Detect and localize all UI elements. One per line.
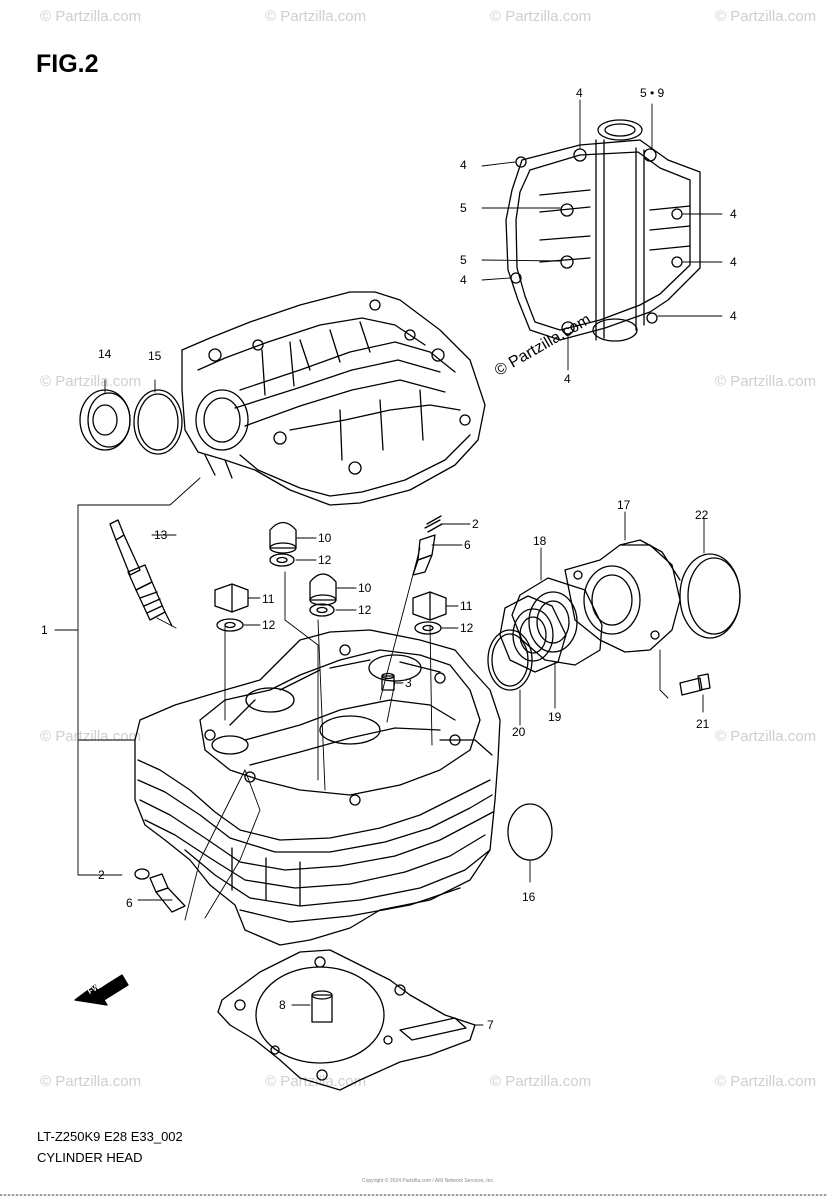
part-leader-lines	[151, 523, 471, 629]
callout-5: 5	[460, 201, 467, 215]
callout-6: 6	[464, 538, 471, 552]
part-11-nut-left	[214, 583, 249, 613]
part-12-washer-upper	[269, 553, 295, 567]
part-15-oring	[133, 379, 183, 455]
head-cover-gasket	[505, 119, 701, 342]
part-10-cap-nut-upper	[269, 521, 297, 554]
watermark: © Partzilla.com	[490, 8, 592, 25]
callout-4: 4	[730, 255, 737, 269]
part-10-cap-nut-lower	[309, 573, 337, 606]
callout-5: 5	[460, 253, 467, 267]
watermark: © Partzilla.com	[265, 8, 367, 25]
part-17-intake-pipe	[564, 511, 681, 699]
part-7-head-gasket	[217, 949, 484, 1091]
watermark: © Partzilla.com	[715, 728, 817, 745]
callout-10: 10	[318, 531, 332, 545]
watermark: © Partzilla.com	[40, 8, 142, 25]
callout-21: 21	[696, 717, 710, 731]
part-8-dowel	[291, 990, 333, 1023]
callout-12: 12	[262, 618, 276, 632]
part-20-oring	[487, 629, 533, 726]
callout-13: 13	[154, 528, 168, 542]
part-21-bolt	[679, 673, 711, 713]
callout-12: 12	[318, 553, 332, 567]
part-22-clamp	[679, 517, 741, 639]
callout-12: 12	[460, 621, 474, 635]
callout-10: 10	[358, 581, 372, 595]
cylinder-head-cover	[181, 291, 486, 506]
part-14-seal	[79, 379, 131, 451]
callout-2: 2	[472, 517, 479, 531]
part-12-washer-lower	[309, 603, 335, 617]
part-6-guide-lower	[137, 873, 186, 913]
part-18-intake-spacer	[511, 547, 603, 666]
part-3-dowel	[381, 672, 404, 691]
part-12-washer-right	[414, 621, 442, 635]
watermark: © Partzilla.com	[40, 373, 142, 390]
callout-15: 15	[148, 349, 162, 363]
watermark: © Partzilla.com	[715, 1073, 817, 1090]
head-leader-lines	[184, 547, 433, 921]
watermark: © Partzilla.com	[40, 1073, 142, 1090]
callout-17: 17	[617, 498, 631, 512]
callout-8: 8	[279, 998, 286, 1012]
callout-4: 4	[576, 86, 583, 100]
callout-22: 22	[695, 508, 709, 522]
callout-2: 2	[98, 868, 105, 882]
watermark: © Partzilla.com	[40, 728, 142, 745]
part-13-spark-plug	[109, 519, 177, 629]
watermark: © Partzilla.com	[715, 8, 817, 25]
callout-11: 11	[460, 599, 473, 613]
callout-12: 12	[358, 603, 372, 617]
callout-16: 16	[522, 890, 536, 904]
callout-3: 3	[405, 676, 412, 690]
callout-4: 4	[730, 309, 737, 323]
watermark: © Partzilla.com	[715, 373, 817, 390]
callout-7: 7	[487, 1018, 494, 1032]
copyright-text: Copyright © 2024 Partzilla.com / ARI Net…	[362, 1178, 495, 1184]
gasket-leader-lines	[481, 99, 723, 371]
watermark: © Partzilla.com	[265, 1073, 367, 1090]
callout-11: 11	[262, 592, 275, 606]
diagram-code: LT-Z250K9 E28 E33_002	[37, 1129, 183, 1144]
part-11-nut-right	[412, 591, 447, 621]
part-19-insulator	[499, 595, 567, 709]
cylinder-head	[134, 629, 501, 946]
callout-4: 4	[564, 372, 571, 386]
part-16-plug	[507, 803, 553, 883]
part-1-bracket	[54, 477, 201, 876]
callout-14: 14	[98, 347, 112, 361]
figure-title: FIG.2	[36, 50, 99, 78]
callout-4: 4	[730, 207, 737, 221]
callout-1: 1	[41, 623, 48, 637]
part-2-clip-upper	[424, 515, 443, 533]
watermark: © Partzilla.com	[490, 1073, 592, 1090]
callout-4: 4	[460, 158, 467, 172]
diagram-name: CYLINDER HEAD	[37, 1150, 143, 1165]
part-12-washer-left	[216, 618, 244, 632]
callout-20: 20	[512, 725, 526, 739]
callout-19: 19	[548, 710, 562, 724]
callout-6: 6	[126, 896, 133, 910]
part-6-guide-upper	[412, 534, 436, 576]
callout-4: 4	[460, 273, 467, 287]
part-2-clip-lower	[134, 868, 150, 880]
callout-18: 18	[533, 534, 547, 548]
forward-arrow-icon	[74, 974, 129, 1006]
callout-5-9: 5 • 9	[640, 86, 665, 100]
